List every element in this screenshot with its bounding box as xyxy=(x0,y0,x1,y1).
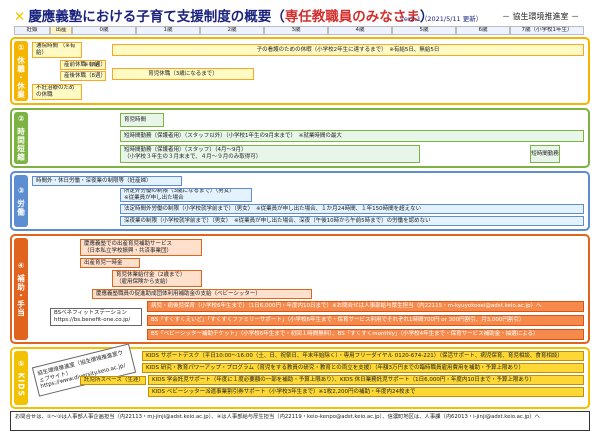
birth-support-service-box: 慶應義塾での出産育児補助サービス（日本私立学校振興・共済事業団） xyxy=(80,239,202,256)
kids-conference-childcare-box: KIDS 学会託児サポート（年度に１度必要額の一部を補助・予算上限あり）、KID… xyxy=(148,375,584,385)
kids-space-box: 託児所スペース（生涯） xyxy=(80,376,146,385)
kids-babysitter-voucher-box: KIDS ベビーシッター派遣事業割引券サポート（小学校3年生まで）※1枚2,20… xyxy=(148,387,584,397)
kids-section-label: ⑤ KIDS xyxy=(14,351,28,405)
child-nursing-leave-box: 子の看護のための休暇（小学校2年生に達するまで） ※有給5日、無給5日 xyxy=(112,44,584,56)
childcare-leave-box: 育児休職（3歳になるまで） xyxy=(112,68,254,80)
overtime-restriction-a-box: 所定外労働の制限（3歳になるまで）（男女）※従業員が申し出た場合 xyxy=(120,188,252,202)
page-title: ✕慶應義塾における子育て支援制度の概要（専任教職員のみなさま） xyxy=(14,5,433,25)
kids-support-desk-box: KIDS サポートデスク（平日10:00～16:00（土、日、祝祭日、年末年始除… xyxy=(142,351,584,361)
age-timeline: 妊娠 出産 0歳 1歳 2歳 3歳 4歳 5歳 6歳 7歳（小学校1年生） xyxy=(14,26,584,35)
timeline-birth: 出産 xyxy=(50,26,72,35)
short-hours-section: ② 時間短縮 育児時間 短時間勤務（保護者用）（スタッフ以外）（小学校1年生の9… xyxy=(10,108,590,168)
sick-child-care-box: 病児・病後児保育（小学校6年生まで）（1日6,000円・年度内10日まで）※お問… xyxy=(147,301,584,312)
support-section: ④ 補助・手当 慶應義塾での出産育児補助サービス（日本私立学校振興・共済事業団）… xyxy=(10,234,590,344)
timeline-age-2: 2歳 xyxy=(200,26,264,35)
timeline-age-6: 6歳 xyxy=(456,26,510,35)
work-section: ③ 労働 時間外・休日労働・深夜業の制限等（妊産婦） 所定外労働の制限（3歳にな… xyxy=(10,171,590,231)
prenatal-leave-box: 産前休職（7週） xyxy=(60,60,106,70)
short-time-work-a-box: 短時間勤務（保護者用）（スタッフ以外）（小学校1年生の9月末まで） ※就業時間の… xyxy=(120,130,584,142)
birth-lump-sum-box: 出産育児一時金 xyxy=(80,258,140,268)
clinic-visit-box: 通院時間 （※有給） xyxy=(32,42,82,58)
title-prefix: 慶應義塾における子育て支援制度の概要（ xyxy=(28,9,285,25)
prenatal-note: ※有給 xyxy=(84,62,100,68)
timeline-age-5: 5歳 xyxy=(392,26,456,35)
leave-section: ① 休職・休業 通院時間 （※有給） 産前休職（7週） 産後休職（8週） ※有給… xyxy=(10,37,590,105)
bs-babysitter-ticket-box: BS「ベビーシッター補助チケット」（小学校6年生まで・初回１時間無料）、BS「す… xyxy=(147,329,584,340)
work-section-label: ③ 労働 xyxy=(14,175,28,227)
postnatal-leave-box: 産後休職（8週） xyxy=(60,71,106,81)
overtime-restriction-b-box: 法定時間外労働の制限（小学校就学前まで）（男女） ※従業員が申し出た場合、１か月… xyxy=(120,204,584,214)
check-icon: ✕ xyxy=(14,9,26,25)
version-label: ver2.1（2021/5/11 更新） xyxy=(400,15,483,23)
timeline-age-1: 1歳 xyxy=(136,26,200,35)
short-time-work-c-box: 短時間勤務（保護者用）（スタッフ）（4月～9月）（小学校３年生の３月末まで、４月… xyxy=(120,145,420,163)
night-work-restriction-box: 深夜業の制限（小学校就学前まで）（男女） ※従業員が申し出た場合、深夜（午後10… xyxy=(120,216,584,226)
kids-research-program-box: KIDS 研究・教育パワーアップ・プログラム（育児をする教員の研究・教育との両立… xyxy=(142,363,584,373)
leave-section-label: ① 休職・休業 xyxy=(14,41,28,101)
overtime-limit-box: 時間外・休日労働・深夜業の制限等（妊産婦） xyxy=(32,176,182,186)
title-suffix: ） xyxy=(419,9,434,25)
department-label: － 協生環境推進室 － xyxy=(502,12,580,21)
timeline-age-7: 7歳（小学校1年生） xyxy=(510,26,584,35)
fertility-leave-box: 不妊治療のための休職 xyxy=(32,84,82,100)
babysitter-subsidy-box: 慶應義塾職員の促進助成団体利用補助金の支給（ベビーシッター） xyxy=(92,289,312,299)
support-section-label: ④ 補助・手当 xyxy=(14,238,28,340)
diversity-site-box[interactable]: 協生環境推進室（協生環境推進室ウェブサイト）https://www.divers… xyxy=(31,343,137,397)
timeline-pregnancy: 妊娠 xyxy=(14,26,50,35)
nursing-time-box: 育児時間 xyxy=(120,113,164,127)
timeline-age-0: 0歳 xyxy=(72,26,136,35)
bs-sukusuku-box: BS「すくすくえいど」「すくすくファミリーサポート」（小学校6年生まで・保育サー… xyxy=(147,315,584,326)
kids-section: ⑤ KIDS 協生環境推進室（協生環境推進室ウェブサイト）https://www… xyxy=(10,343,590,409)
contact-footer: お問合せは、①～③は人事部人事企画担当（内22113・mj-jinji@adst… xyxy=(10,411,590,431)
timeline-age-3: 3歳 xyxy=(264,26,328,35)
title-highlight: 専任教職員のみなさま xyxy=(284,9,420,25)
timeline-age-4: 4歳 xyxy=(328,26,392,35)
short-hours-section-label: ② 時間短縮 xyxy=(14,112,28,164)
short-time-right-box: 短時間勤務 xyxy=(530,145,560,163)
childcare-benefit-box: 育児休業給付金（2歳まで）（雇用保険から支給） xyxy=(112,270,202,287)
